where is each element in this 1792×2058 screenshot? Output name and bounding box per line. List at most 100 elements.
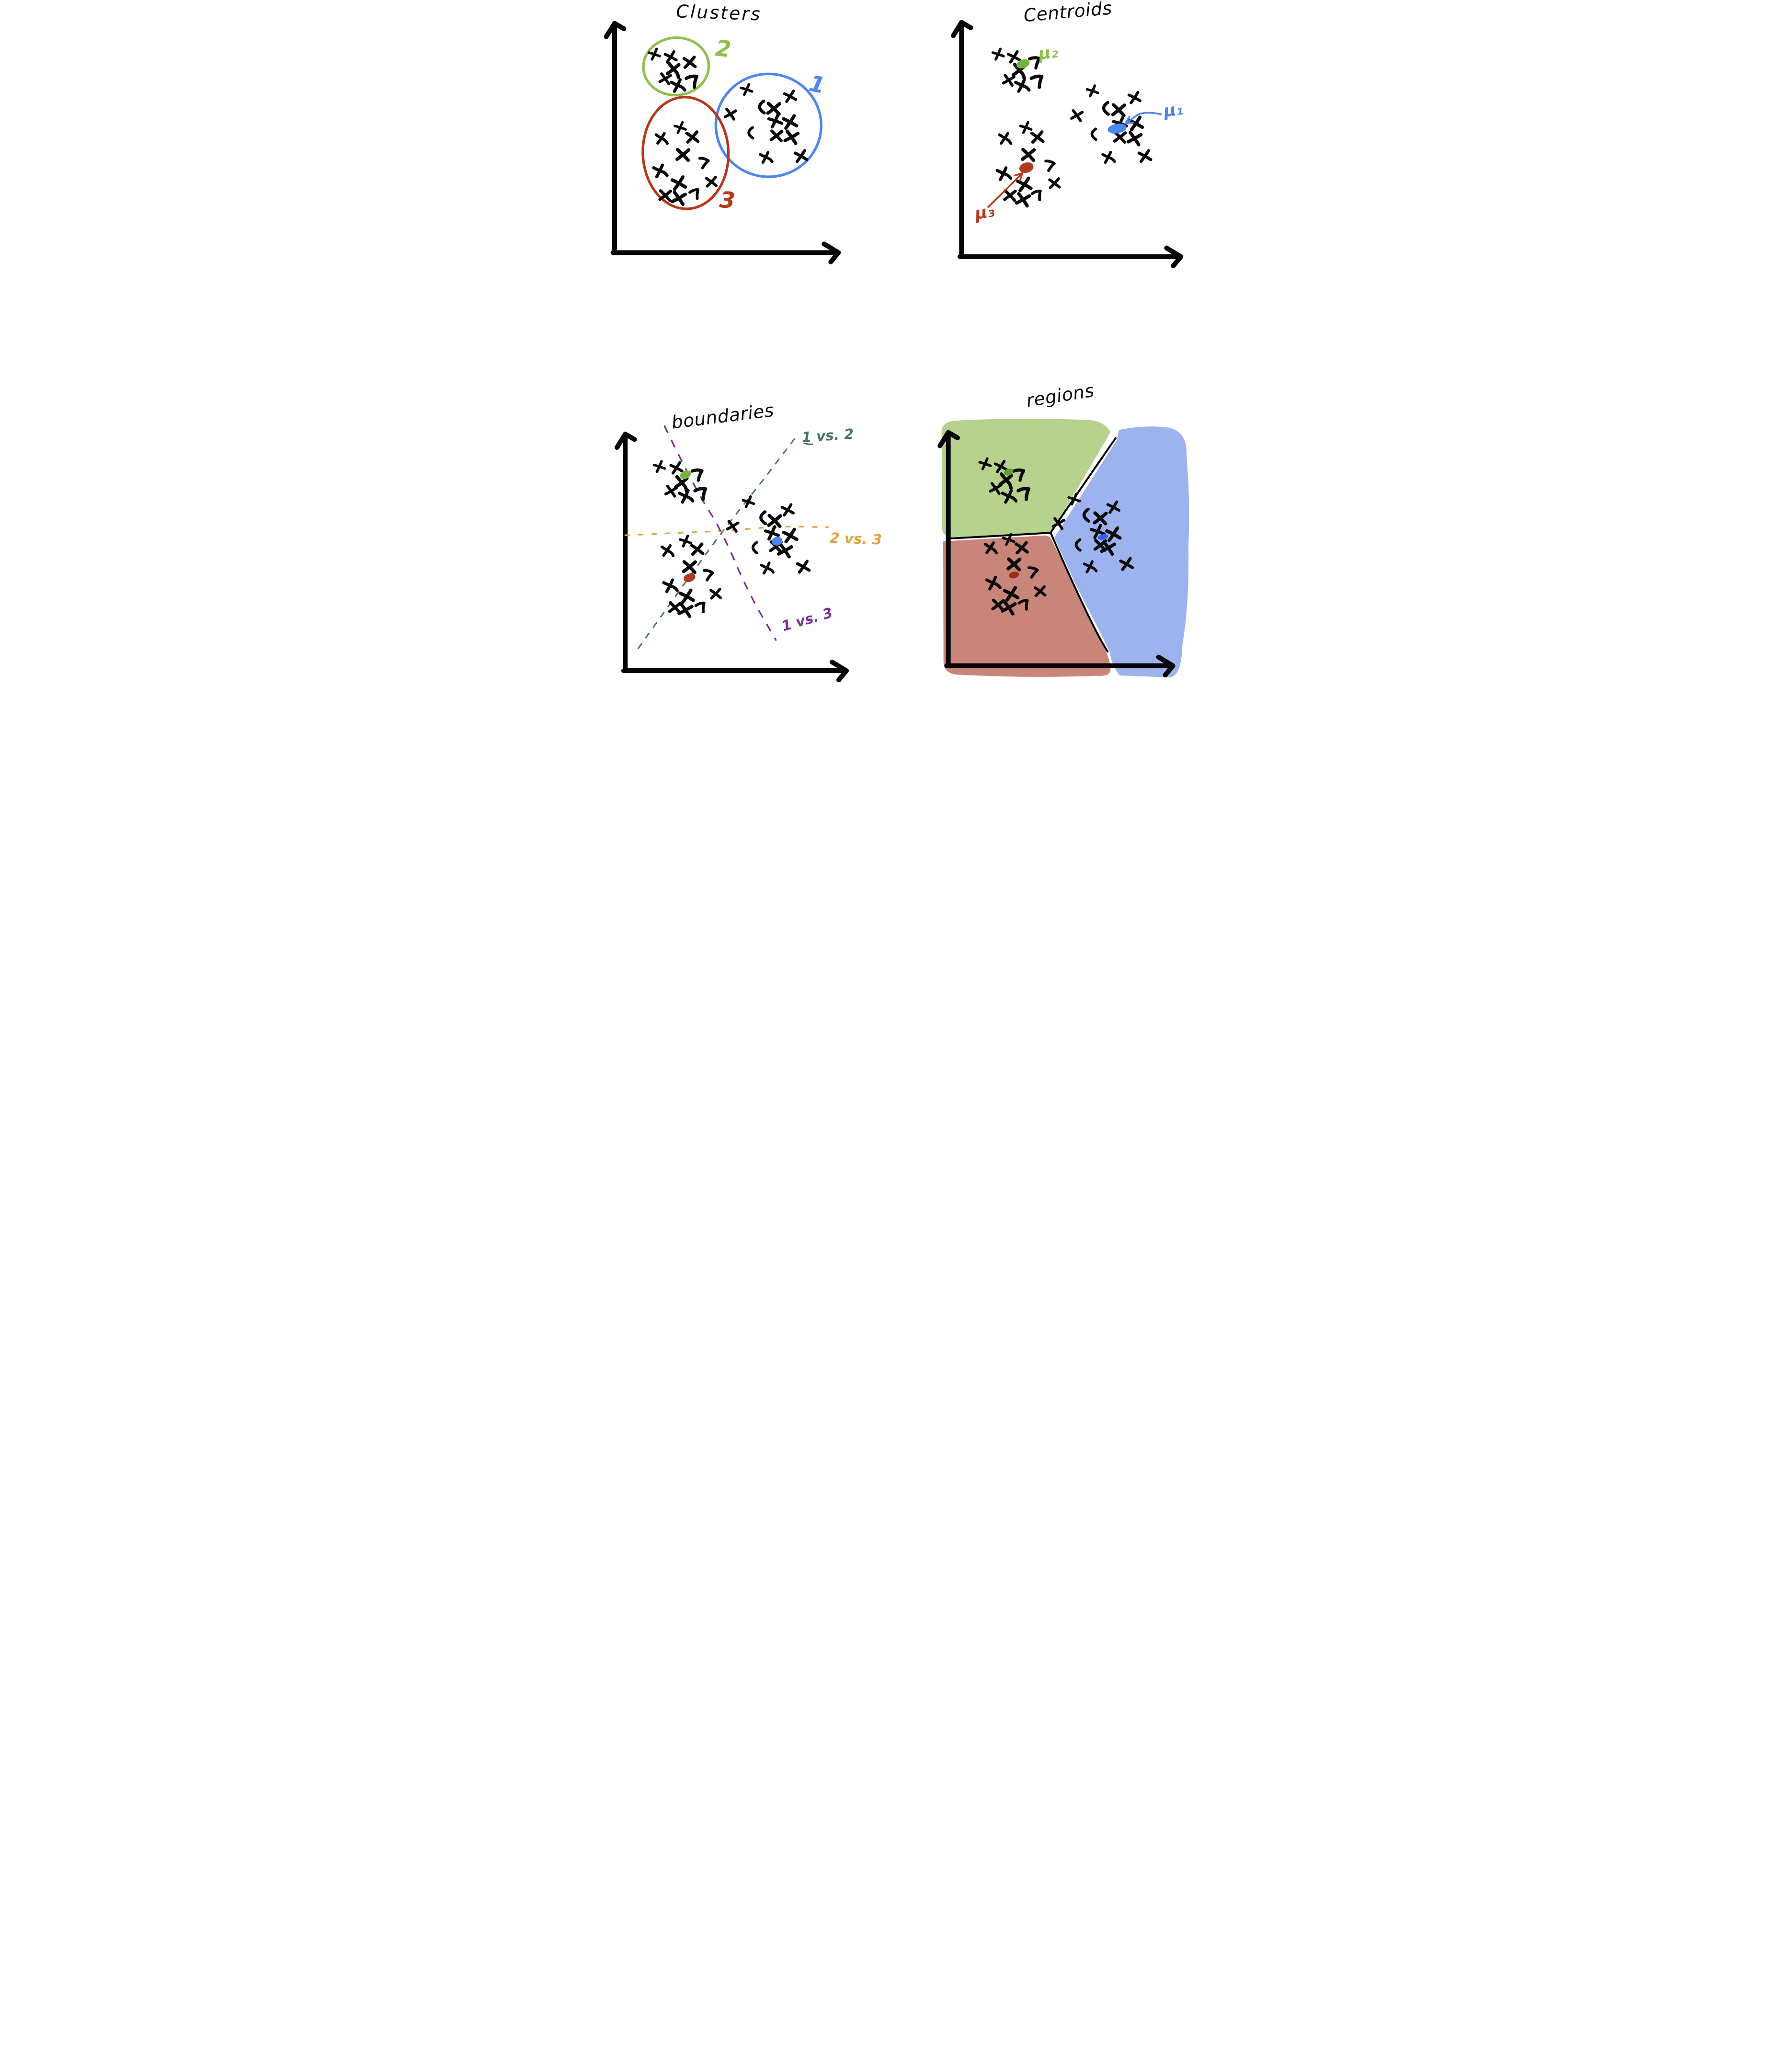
x-axis-arrowhead <box>830 660 849 683</box>
data-point-x <box>1021 148 1036 162</box>
data-point-x <box>679 534 693 548</box>
data-point-y <box>998 132 1013 145</box>
data-point-x <box>764 525 780 541</box>
cluster-2-points <box>652 460 708 504</box>
cluster-2-outline <box>642 36 710 97</box>
data-point-x <box>1030 130 1045 144</box>
region-border-line-2 <box>949 532 1051 539</box>
data-point-x <box>767 113 784 129</box>
data-point-x <box>658 72 672 86</box>
cluster-3-points <box>983 533 1047 616</box>
data-point-c <box>759 510 767 526</box>
data-point-x <box>671 190 687 206</box>
y-axis-arrowhead <box>951 20 973 38</box>
centroid-dot <box>1107 123 1127 134</box>
centroid-dot <box>1009 572 1019 579</box>
data-point-7 <box>1044 160 1056 172</box>
data-point-x <box>668 601 682 614</box>
centroid-pointer-arrow <box>987 172 1024 208</box>
panel-centroids <box>951 20 1184 268</box>
data-point-x <box>1090 524 1106 539</box>
data-point-x <box>675 148 691 162</box>
data-point-y <box>660 544 675 557</box>
data-point-7 <box>1012 468 1026 482</box>
data-point-x <box>1093 511 1108 526</box>
data-point-x <box>1015 541 1029 555</box>
data-point-x <box>1137 149 1153 163</box>
centroid-dot <box>1004 468 1014 476</box>
data-point-y <box>983 541 998 555</box>
data-point-y <box>670 78 686 93</box>
cluster-2-points <box>648 47 699 93</box>
data-point-x <box>769 129 784 143</box>
mu2-label: μ₂ <box>1037 42 1059 64</box>
centroid-dot <box>1016 59 1030 69</box>
sketch-sheet: Clusters Centroids boundaries regions 2 … <box>597 0 1195 686</box>
data-point-x <box>669 461 684 475</box>
data-point-7 <box>1017 599 1029 611</box>
data-point-y <box>677 489 695 504</box>
mu1-label: μ₁ <box>1162 100 1185 121</box>
data-point-x <box>1003 586 1020 602</box>
data-point-7 <box>685 74 699 89</box>
cluster-1-outline <box>714 72 822 178</box>
data-point-c <box>1082 507 1090 523</box>
cluster-3-points <box>660 534 722 618</box>
data-point-x <box>1105 526 1122 542</box>
data-point-x <box>677 602 694 618</box>
data-point-x <box>782 527 799 544</box>
data-point-y <box>760 561 775 575</box>
data-point-x <box>673 121 687 134</box>
data-point-x <box>678 588 695 605</box>
data-point-7 <box>693 487 708 502</box>
data-point-x <box>1006 557 1022 572</box>
data-point-x <box>1127 91 1142 104</box>
cluster-1-points <box>1051 492 1134 573</box>
boundary-2-vs-3-label: 2 vs. 3 <box>830 530 882 548</box>
x-axis-arrowhead <box>822 241 841 264</box>
data-point-x <box>1085 84 1099 98</box>
centroid-dot <box>680 470 691 480</box>
data-point-x <box>682 56 697 69</box>
data-point-7 <box>688 188 700 200</box>
y-axis-arrowhead <box>604 21 627 39</box>
boundary-1-vs-2-label: 1 vs. 2 <box>801 426 854 446</box>
data-point-7 <box>703 569 714 582</box>
data-point-7 <box>690 468 704 482</box>
regions-title: regions <box>1025 380 1096 412</box>
data-point-x <box>709 588 722 600</box>
data-point-x <box>991 598 1005 612</box>
data-point-x <box>796 560 811 574</box>
boundary-1-vs-3-label: 1 vs. 3 <box>780 605 834 635</box>
panel-regions <box>937 418 1189 678</box>
data-point-x <box>658 189 672 202</box>
centroid-dot <box>772 537 783 546</box>
data-point-y <box>759 150 774 164</box>
data-point-x <box>663 50 678 64</box>
region-border-line-1 <box>1050 437 1117 534</box>
data-point-x <box>782 114 799 130</box>
data-point-x <box>1119 557 1134 571</box>
cluster-2-points <box>991 47 1044 93</box>
data-point-x <box>1000 600 1017 616</box>
mu3-label: μ₃ <box>973 201 996 224</box>
centroids-title: Centroids <box>1023 0 1113 26</box>
data-point-c <box>752 541 759 555</box>
panel-clusters <box>604 21 841 264</box>
label-1-underline <box>803 442 813 445</box>
cluster-1-points <box>726 495 811 575</box>
cluster-2-label: 2 <box>714 35 732 63</box>
cluster-1-points <box>723 83 809 164</box>
data-point-x <box>783 90 798 103</box>
data-point-x <box>783 129 800 145</box>
cluster-1-label: 1 <box>807 71 827 100</box>
data-point-x <box>1019 121 1033 134</box>
data-point-x <box>1003 189 1017 202</box>
data-point-7 <box>1016 487 1031 502</box>
data-point-x <box>726 520 740 533</box>
data-point-7 <box>1028 56 1041 70</box>
data-point-x <box>705 176 718 188</box>
data-point-c <box>1090 127 1097 141</box>
data-point-y <box>995 166 1013 181</box>
data-point-x <box>682 560 697 574</box>
